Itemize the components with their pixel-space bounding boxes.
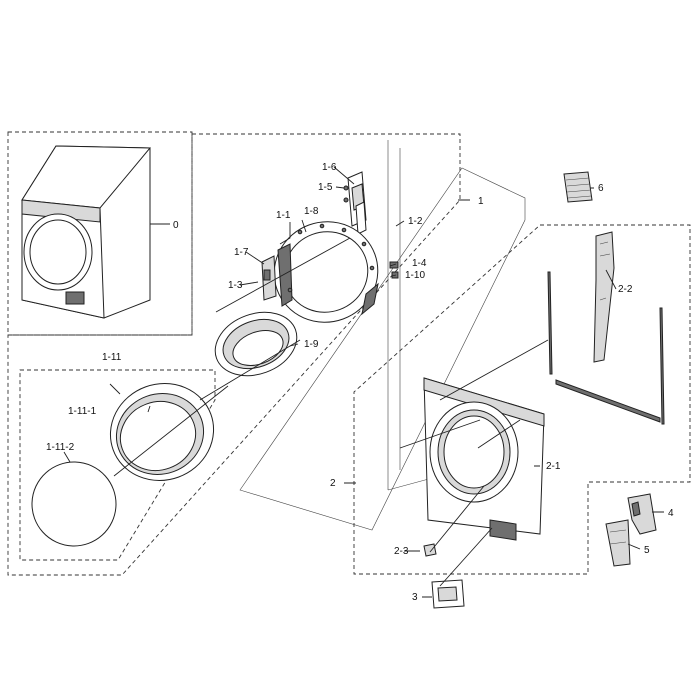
small-sensor — [423, 543, 437, 557]
group-2-boundary — [353, 224, 691, 575]
callout-0: 0 — [173, 220, 179, 231]
outer-door-ring — [109, 383, 215, 481]
callout-2: 2 — [330, 478, 336, 489]
group-1-drum-outline — [239, 167, 526, 531]
callout-1-7: 1-7 — [234, 247, 249, 258]
callout-1-3: 1-3 — [228, 280, 243, 291]
assembly-lines — [113, 237, 549, 587]
door-frame-ring — [273, 221, 379, 323]
callout-1-4: 1-4 — [412, 258, 427, 269]
hinge-bracket — [343, 171, 367, 235]
callout-1-2: 1-2 — [408, 216, 423, 227]
callout-2-3: 2-3 — [394, 546, 409, 557]
callout-1-11-1: 1-11-1 — [68, 406, 97, 417]
group-0-boundary — [7, 131, 193, 336]
callout-1-11: 1-11 — [102, 352, 122, 363]
callout-1-8: 1-8 — [304, 206, 319, 217]
callout-1-1: 1-1 — [276, 210, 291, 221]
filter-pad — [563, 171, 593, 203]
lock-bracket — [605, 519, 631, 567]
side-bracket — [547, 231, 665, 425]
latch-bracket — [627, 493, 657, 535]
inner-door-glass — [214, 311, 298, 377]
callout-5: 5 — [644, 545, 650, 556]
callout-4: 4 — [668, 508, 674, 519]
group-1-boundary — [7, 133, 461, 576]
washer-assembly — [21, 145, 152, 319]
callout-1: 1 — [478, 196, 484, 207]
callout-1-10: 1-10 — [405, 270, 425, 281]
callout-1-11-2: 1-11-2 — [46, 442, 75, 453]
front-panel — [423, 377, 545, 541]
door-handle — [261, 255, 277, 301]
panel-housing — [431, 579, 465, 609]
door-glass-cover — [31, 461, 117, 547]
callout-1-6: 1-6 — [322, 162, 337, 173]
callout-2-1: 2-1 — [546, 461, 561, 472]
callout-leaders — [63, 166, 664, 598]
callout-3: 3 — [412, 592, 418, 603]
callout-6: 6 — [598, 183, 604, 194]
callout-1-9: 1-9 — [304, 339, 319, 350]
callout-1-5: 1-5 — [318, 182, 333, 193]
callout-2-2: 2-2 — [618, 284, 633, 295]
